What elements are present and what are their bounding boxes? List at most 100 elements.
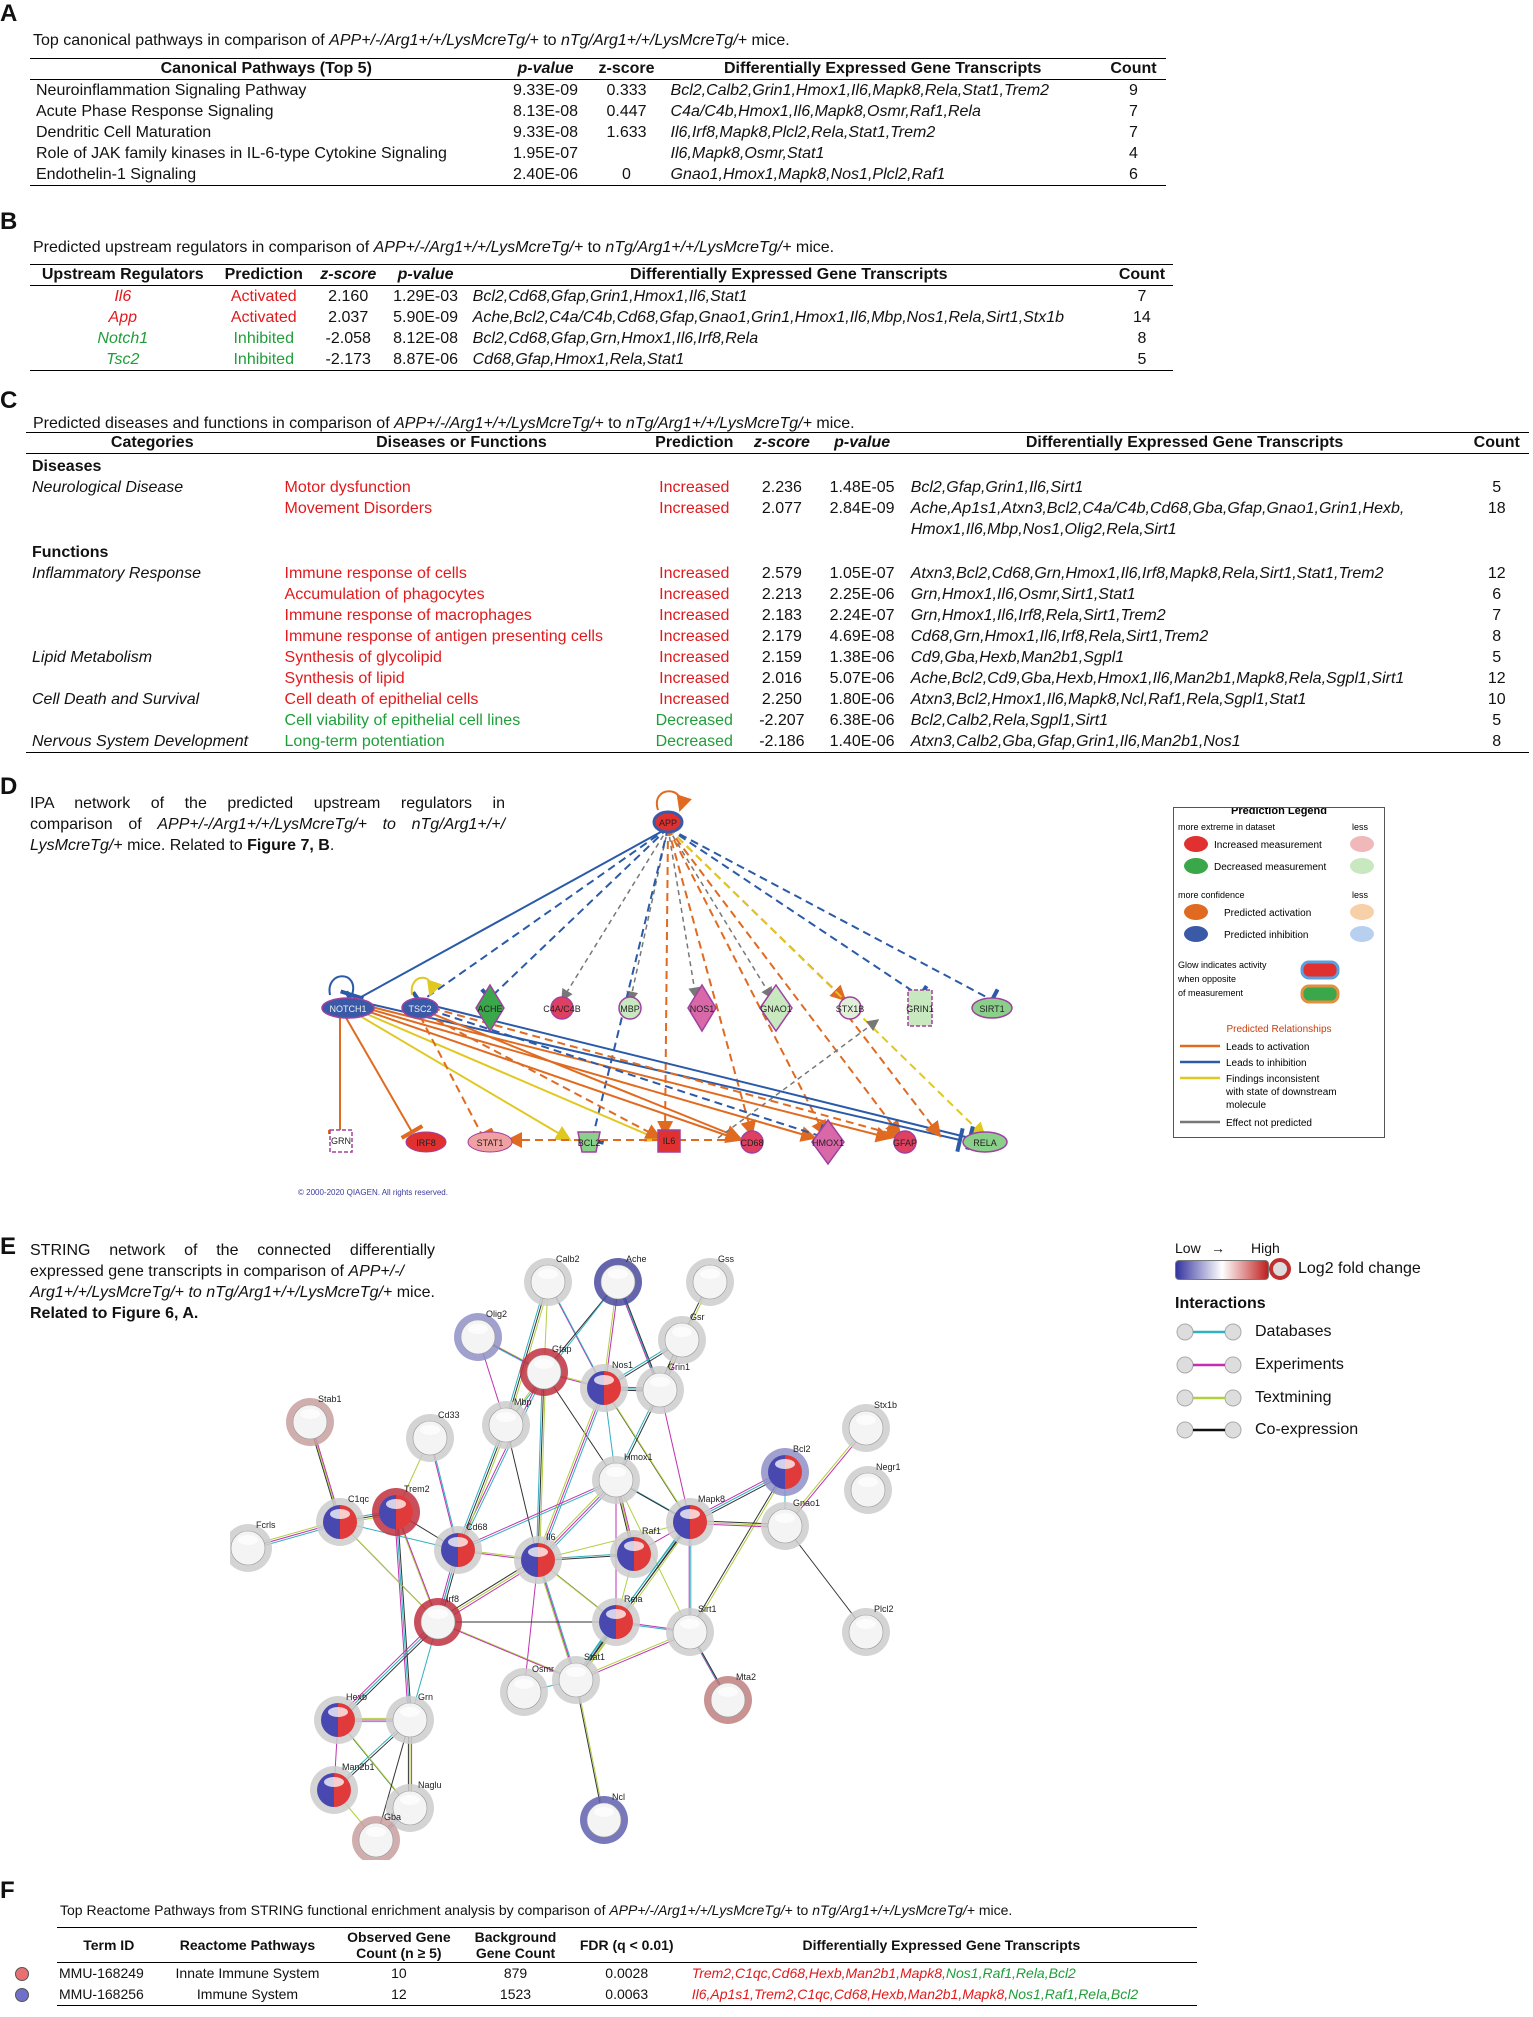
string-edge bbox=[690, 1472, 787, 1634]
disease-function: Long-term potentiation bbox=[278, 731, 645, 753]
node-label-mbp: MBP bbox=[620, 1004, 640, 1014]
node-label-grin1: GRIN1 bbox=[906, 1004, 934, 1014]
caption-text: mice. bbox=[791, 239, 835, 256]
node-label-tsc2: TSC2 bbox=[408, 1004, 431, 1014]
string-node-ncl: Ncl bbox=[580, 1792, 628, 1844]
disease-function: Motor dysfunction bbox=[284, 479, 411, 496]
p-value: 1.38E-06 bbox=[829, 649, 895, 666]
caption-text: comparison of bbox=[30, 816, 158, 833]
genotype-2: nTg/Arg1+/+/LysMcreTg/+ bbox=[560, 32, 747, 49]
background-count: 1523 bbox=[463, 1984, 568, 2006]
disease-function: Accumulation of phagocytes bbox=[284, 586, 485, 603]
swatch-glow-red bbox=[1300, 960, 1340, 980]
prediction: Decreased bbox=[644, 731, 745, 753]
pathway-name: Endothelin-1 Signaling bbox=[30, 164, 503, 186]
legend-text: less bbox=[1352, 822, 1369, 832]
string-node-nos1: Nos1 bbox=[580, 1360, 633, 1412]
observed-count: 10 bbox=[391, 1965, 407, 1981]
string-node-label: Naglu bbox=[418, 1780, 442, 1790]
count: 5 bbox=[1492, 649, 1502, 666]
count: 7 bbox=[1492, 607, 1502, 624]
p-value: 1.95E-07 bbox=[513, 145, 578, 162]
header-line: Gene Count bbox=[475, 1945, 556, 1961]
gene-list: Cd9,Gba,Hexb,Man2b1,Sgpl1 bbox=[905, 647, 1465, 668]
node-cd68 bbox=[740, 1130, 764, 1154]
node-c4a-c4b bbox=[550, 996, 574, 1020]
gene-line: Grn,Hmox1,Il6,Osmr,Sirt1,Stat1 bbox=[910, 586, 1136, 603]
gene-line: Atxn3,Calb2,Gba,Gfap,Grin1,Il6,Man2b1,No… bbox=[910, 733, 1241, 750]
z-score: 1.633 bbox=[606, 124, 647, 141]
string-edge bbox=[395, 1511, 411, 1721]
pathway-name: Innate Immune System bbox=[175, 1965, 320, 1981]
p-value: 8.87E-06 bbox=[384, 349, 467, 371]
string-node-label: Fcrls bbox=[256, 1520, 276, 1530]
genotype-1: APP+/-/Arg1+/+/LysMcreTg/+ bbox=[329, 32, 539, 49]
legend-text: Findings inconsistent bbox=[1226, 1074, 1320, 1085]
gene-line: Atxn3,Bcl2,Hmox1,Il6,Mapk8,Ncl,Raf1,Rela… bbox=[910, 691, 1307, 708]
count: 14 bbox=[1133, 309, 1151, 326]
node-label-gnao1: GNAO1 bbox=[760, 1004, 792, 1014]
panel-b-caption: Predicted upstream regulators in compari… bbox=[33, 239, 834, 257]
genotype: LysMcreTg/+ bbox=[30, 837, 123, 854]
string-node-il6: Il6 bbox=[514, 1532, 562, 1584]
count: 12 bbox=[1487, 670, 1506, 687]
gene-line: Cd9,Gba,Hexb,Man2b1,Sgpl1 bbox=[910, 649, 1125, 666]
caption-text: mice. bbox=[811, 415, 855, 432]
z-score: -2.207 bbox=[759, 712, 805, 729]
fold-change-ring-icon bbox=[1269, 1258, 1291, 1280]
prediction: Increased bbox=[659, 500, 730, 517]
category: Nervous System Development bbox=[26, 731, 279, 753]
node-label-app: APP bbox=[659, 818, 677, 828]
prediction: Increased bbox=[659, 649, 730, 666]
node-label-il6: IL6 bbox=[663, 1136, 676, 1146]
string-edge bbox=[577, 1523, 693, 1682]
genotype: APP+/-/ bbox=[348, 1263, 404, 1280]
string-node-grn: Grn bbox=[386, 1692, 434, 1744]
string-edge bbox=[575, 1521, 691, 1681]
string-node-label: Irf8 bbox=[446, 1594, 459, 1604]
p-value: 9.33E-09 bbox=[513, 82, 578, 99]
string-node-olig2: Olig2 bbox=[454, 1309, 507, 1361]
disease-function: Movement Disorders bbox=[284, 500, 433, 517]
gene-line: Bcl2,Gfap,Grin1,Il6,Sirt1 bbox=[910, 479, 1084, 496]
category: Inflammatory Response bbox=[32, 565, 201, 582]
col-header: z-score bbox=[588, 58, 665, 80]
background-count: 879 bbox=[503, 1965, 528, 1981]
count: 7 bbox=[1129, 124, 1138, 141]
prediction: Decreased bbox=[655, 712, 733, 729]
arrow-right-icon: → bbox=[1211, 1240, 1225, 1256]
legend-text: molecule bbox=[1226, 1100, 1266, 1111]
p-value: 4.69E-08 bbox=[829, 628, 895, 645]
node-rela bbox=[962, 1131, 1008, 1153]
p-value: 1.80E-06 bbox=[829, 691, 895, 708]
string-node-label: Mapk8 bbox=[698, 1494, 725, 1504]
ipa-edges bbox=[328, 790, 1000, 1153]
string-node-cd33: Cd33 bbox=[406, 1410, 460, 1462]
node-irf8 bbox=[405, 1131, 447, 1153]
node-nos1 bbox=[687, 983, 717, 1033]
panel-letter-f: F bbox=[0, 1877, 15, 1904]
disease-function: Cell viability of epithelial cell lines bbox=[284, 712, 521, 729]
string-edge bbox=[573, 1520, 689, 1679]
string-node-label: Ncl bbox=[612, 1792, 625, 1802]
panel-letter-e: E bbox=[0, 1233, 17, 1260]
category: Cell Death and Survival bbox=[32, 691, 200, 708]
gene-list: Bcl2,Calb2,Rela,Sgpl1,Sirt1 bbox=[905, 710, 1465, 731]
col-header: Differentially Expressed Gene Transcript… bbox=[664, 58, 1101, 80]
swatch-decreased bbox=[1184, 858, 1208, 874]
swatch-glow-green bbox=[1300, 984, 1340, 1004]
gene-list: Cd68,Grn,Hmox1,Il6,Irf8,Rela,Sirt1,Trem2 bbox=[905, 626, 1465, 647]
p-value: 5.07E-06 bbox=[829, 670, 895, 687]
string-edge bbox=[535, 1370, 543, 1559]
p-value: 2.40E-06 bbox=[502, 164, 589, 186]
string-node-label: Negr1 bbox=[876, 1462, 901, 1472]
panel-a-caption: Top canonical pathways in comparison of … bbox=[33, 32, 790, 50]
caption-text: Predicted diseases and functions in comp… bbox=[33, 415, 395, 432]
caption-text: mice. Related to bbox=[122, 837, 248, 854]
legend-text: Increased measurement bbox=[1214, 840, 1322, 851]
section-row: Functions bbox=[26, 540, 1529, 563]
